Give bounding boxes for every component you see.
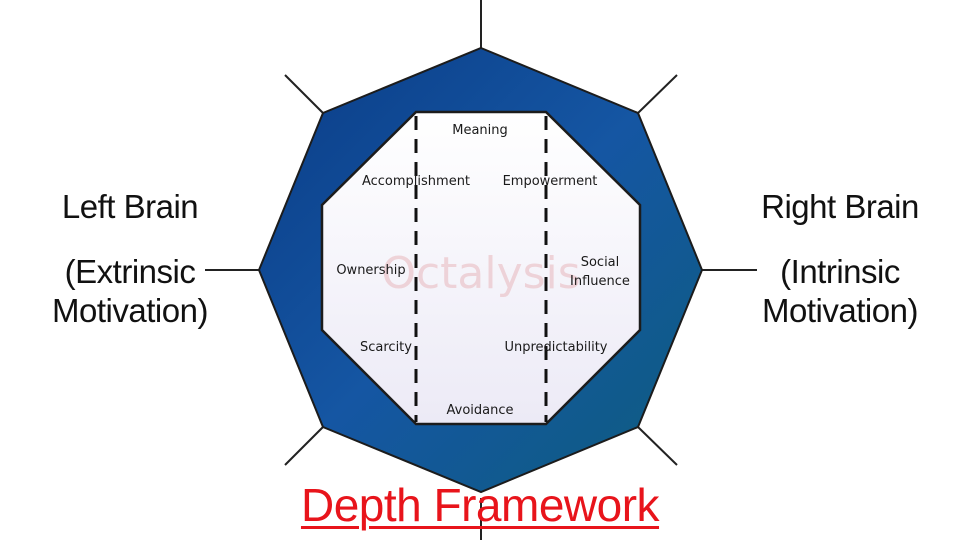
- right-subtitle-line2: Motivation): [762, 292, 918, 329]
- drive-avoidance: Avoidance: [447, 403, 514, 418]
- left-brain-title: Left Brain: [61, 188, 199, 225]
- drive-social-influence-line1: Social: [581, 255, 620, 270]
- drive-unpredictability: Unpredictability: [504, 340, 607, 355]
- inner-octagon: [320, 110, 642, 426]
- watermark-text: Octalysis: [381, 248, 580, 299]
- spoke-upper-left: [284, 74, 324, 114]
- depth-framework-title: Depth Framework: [300, 479, 660, 531]
- left-brain-subtitle: (Extrinsic Motivation): [35, 255, 225, 327]
- spoke-upper-right: [637, 74, 678, 114]
- drive-meaning: Meaning: [452, 123, 508, 138]
- spoke-lower-right: [637, 426, 678, 466]
- drive-social-influence-line2: Influence: [570, 274, 630, 289]
- drive-scarcity: Scarcity: [360, 340, 412, 355]
- dashed-dividers: [414, 116, 548, 422]
- drive-ownership: Ownership: [336, 263, 405, 278]
- left-subtitle-line2: Motivation): [52, 292, 208, 329]
- right-brain-subtitle: (Intrinsic Motivation): [740, 255, 940, 327]
- left-subtitle-line1: (Extrinsic: [64, 253, 196, 290]
- spokes: [205, 0, 757, 540]
- drive-accomplishment: Accomplishment: [362, 174, 470, 189]
- spoke-lower-left: [284, 426, 324, 466]
- right-subtitle-line1: (Intrinsic: [780, 253, 900, 290]
- right-brain-title: Right Brain: [761, 188, 919, 225]
- drive-empowerment: Empowerment: [503, 174, 598, 189]
